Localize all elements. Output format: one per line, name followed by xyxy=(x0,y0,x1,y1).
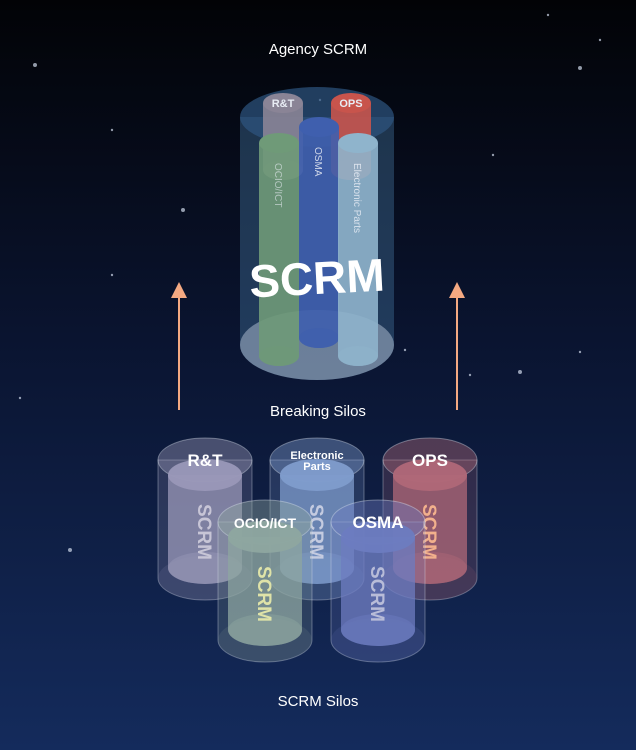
silo-osma: OSMA SCRM xyxy=(330,499,426,663)
agency-column-label: Electronic Parts xyxy=(351,163,362,233)
star xyxy=(491,153,495,157)
silo-inner xyxy=(341,521,415,646)
agency-scrm-label: SCRM xyxy=(248,248,386,307)
agency-column-ep: Electronic Parts xyxy=(338,133,378,366)
agency-column-label: R&T xyxy=(272,98,295,110)
star xyxy=(546,13,550,17)
star xyxy=(518,370,522,374)
silo-inner xyxy=(228,521,302,646)
star xyxy=(110,128,114,132)
star xyxy=(110,273,114,277)
silo-label: OCIO/ICT xyxy=(234,515,297,531)
silo-label: R&T xyxy=(188,451,224,470)
agency-column-osma: OSMA xyxy=(299,117,339,348)
silo-label: OSMA xyxy=(353,513,404,532)
agency-column-label: OPS xyxy=(339,98,362,110)
star xyxy=(598,38,602,42)
label-scrm-silos: SCRM Silos xyxy=(278,693,359,710)
star xyxy=(33,63,37,67)
label-breaking-silos: Breaking Silos xyxy=(270,403,366,420)
silo-rt: R&T SCRM xyxy=(157,437,253,601)
agency-column-label: OCIO/ICT xyxy=(272,163,283,207)
star xyxy=(468,373,472,377)
silo-inner xyxy=(168,459,242,584)
title-agency-scrm: Agency SCRM xyxy=(269,41,367,58)
agency-column-label: OSMA xyxy=(312,147,323,177)
star xyxy=(403,348,407,352)
stars xyxy=(18,13,602,552)
silo-scrm-label: SCRM xyxy=(366,566,387,622)
star xyxy=(68,548,72,552)
silo-scrm-label: SCRM xyxy=(253,566,274,622)
silo-scrm-label: SCRM xyxy=(305,504,326,560)
silo-scrm-label: SCRM xyxy=(418,504,439,560)
star xyxy=(18,396,22,400)
silo-label: OPS xyxy=(412,451,448,470)
agency-column-ocio: OCIO/ICT xyxy=(259,133,299,366)
star xyxy=(181,208,185,212)
silo-scrm-label: SCRM xyxy=(193,504,214,560)
silo-ocio: OCIO/ICT SCRM xyxy=(217,499,313,663)
star xyxy=(578,350,582,354)
star xyxy=(578,66,582,70)
